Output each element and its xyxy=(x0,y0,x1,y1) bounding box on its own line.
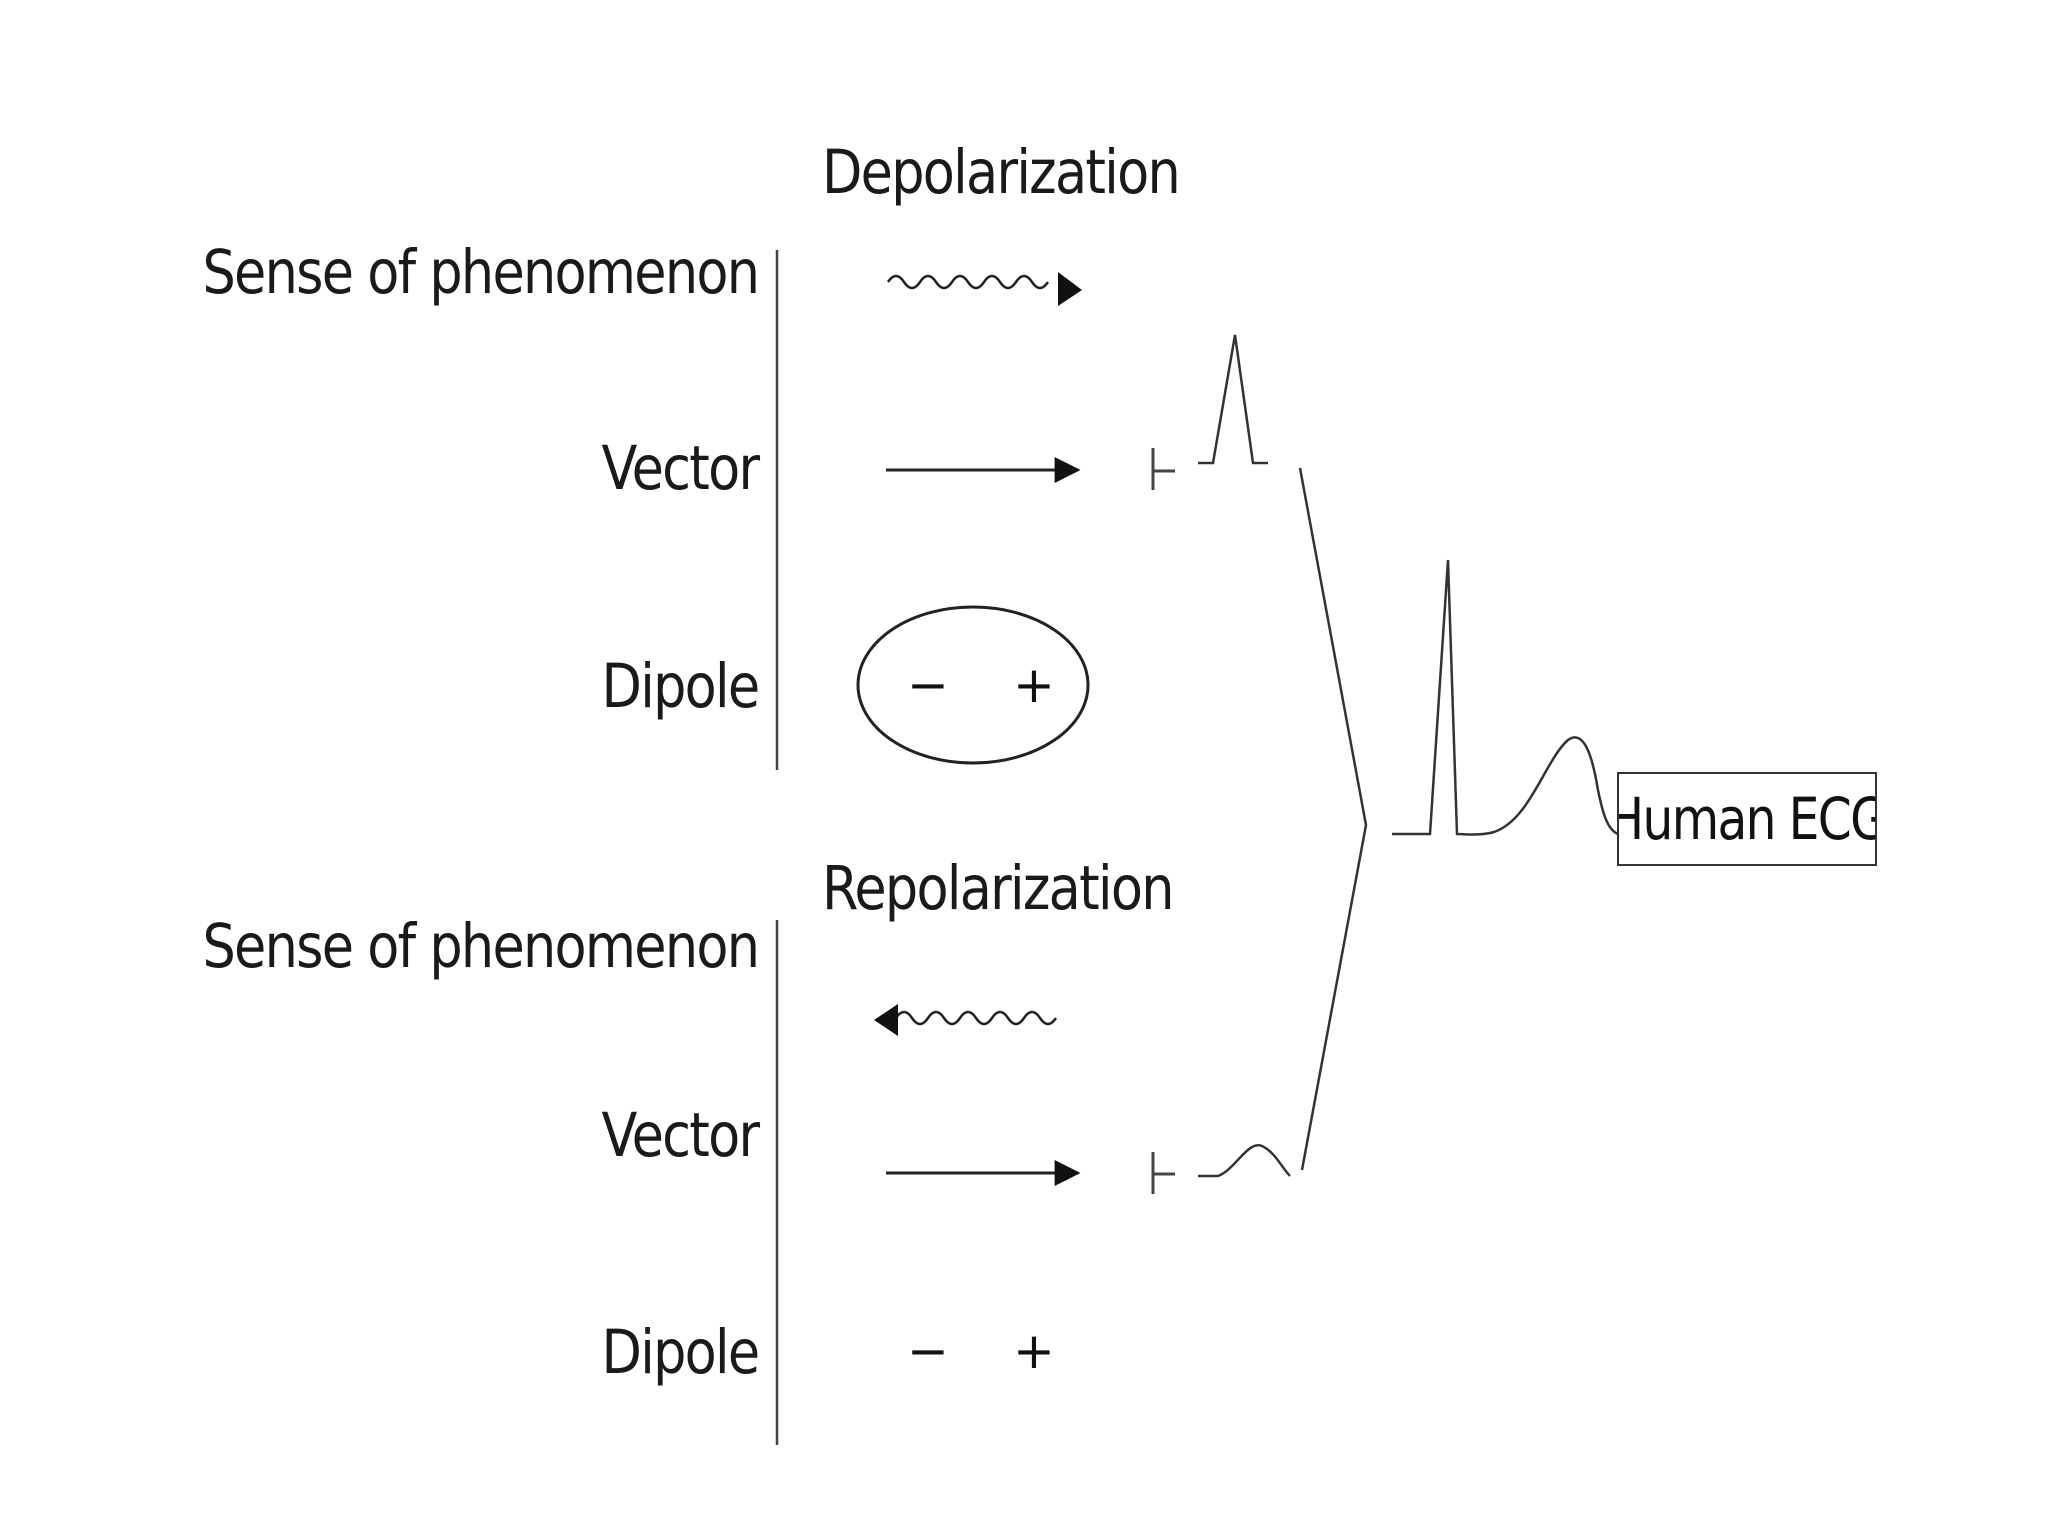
repolarization-dipole-label: Dipole xyxy=(601,1317,760,1388)
depolarization-vector-label: Vector xyxy=(601,433,760,504)
depolarization-electrode-symbol xyxy=(1151,448,1175,490)
repolarization-deflection-hump xyxy=(1198,1144,1291,1178)
human-ecg-label-box: Human ECG xyxy=(1617,772,1877,866)
repolarization-electrode-symbol xyxy=(1151,1152,1175,1194)
repolarization-sense-arrowhead xyxy=(874,1004,898,1036)
depolarization-dipole-ellipse xyxy=(856,605,1090,765)
repolarization-dipole-negative-sign: − xyxy=(907,1322,949,1380)
repolarization-dipole-positive-sign: + xyxy=(1013,1322,1055,1380)
repolarization-sense-wavy-arrow xyxy=(894,1010,1058,1026)
combining-bracket xyxy=(1298,467,1368,1171)
human-ecg-waveform xyxy=(1392,559,1619,836)
depolarization-dipole-negative-sign: − xyxy=(907,656,949,714)
depolarization-sense-label: Sense of phenomenon xyxy=(202,237,760,308)
depolarization-dipole-label: Dipole xyxy=(601,651,760,722)
repolarization-sense-label: Sense of phenomenon xyxy=(202,911,760,982)
depolarization-sense-arrowhead xyxy=(1058,272,1082,306)
depolarization-deflection-spike xyxy=(1198,334,1268,465)
human-ecg-label: Human ECG xyxy=(1617,785,1877,853)
depolarization-dipole-positive-sign: + xyxy=(1013,656,1055,714)
depolarization-heading: Depolarization xyxy=(822,137,1181,208)
repolarization-heading: Repolarization xyxy=(822,853,1174,924)
repolarization-vector-label: Vector xyxy=(601,1100,760,1171)
depolarization-sense-wavy-arrow xyxy=(886,274,1050,290)
